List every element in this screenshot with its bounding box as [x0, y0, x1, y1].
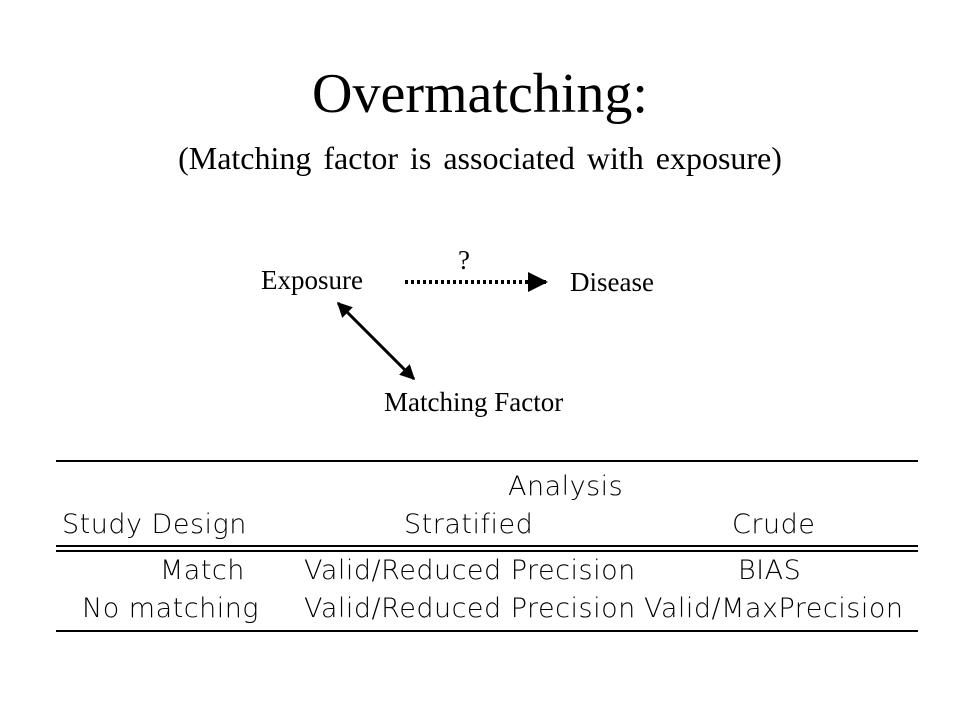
analysis-group-header: Analysis [508, 471, 624, 502]
column-header-stratified: Stratified [404, 509, 534, 540]
header-double-rule-lower [56, 550, 918, 552]
table-bottom-rule [56, 630, 918, 632]
row-2-design: No matching [82, 593, 260, 624]
slide-subtitle: (Matching factor is associated with expo… [178, 140, 782, 176]
row-1-design: Match [160, 555, 245, 586]
header-double-rule-upper [56, 545, 918, 547]
slide-title: Overmatching: [312, 63, 648, 125]
row-1-stratified: Valid/Reduced Precision [304, 555, 636, 586]
row-2-crude: Valid/MaxPrecision [644, 593, 904, 624]
row-2-stratified: Valid/Reduced Precision [304, 593, 636, 624]
column-header-crude: Crude [732, 509, 816, 540]
table-top-rule [56, 460, 918, 462]
exposure-node: Exposure [261, 265, 363, 295]
analysis-table: Analysis Study Design Stratified Crude M… [56, 460, 918, 635]
unknown-association-label: ? [458, 245, 470, 275]
column-header-study-design: Study Design [62, 509, 247, 540]
matching-factor-node: Matching Factor [384, 387, 564, 417]
disease-node: Disease [570, 267, 654, 297]
exposure-matching-factor-double-arrow [336, 301, 416, 381]
row-1-crude: BIAS [738, 555, 802, 586]
